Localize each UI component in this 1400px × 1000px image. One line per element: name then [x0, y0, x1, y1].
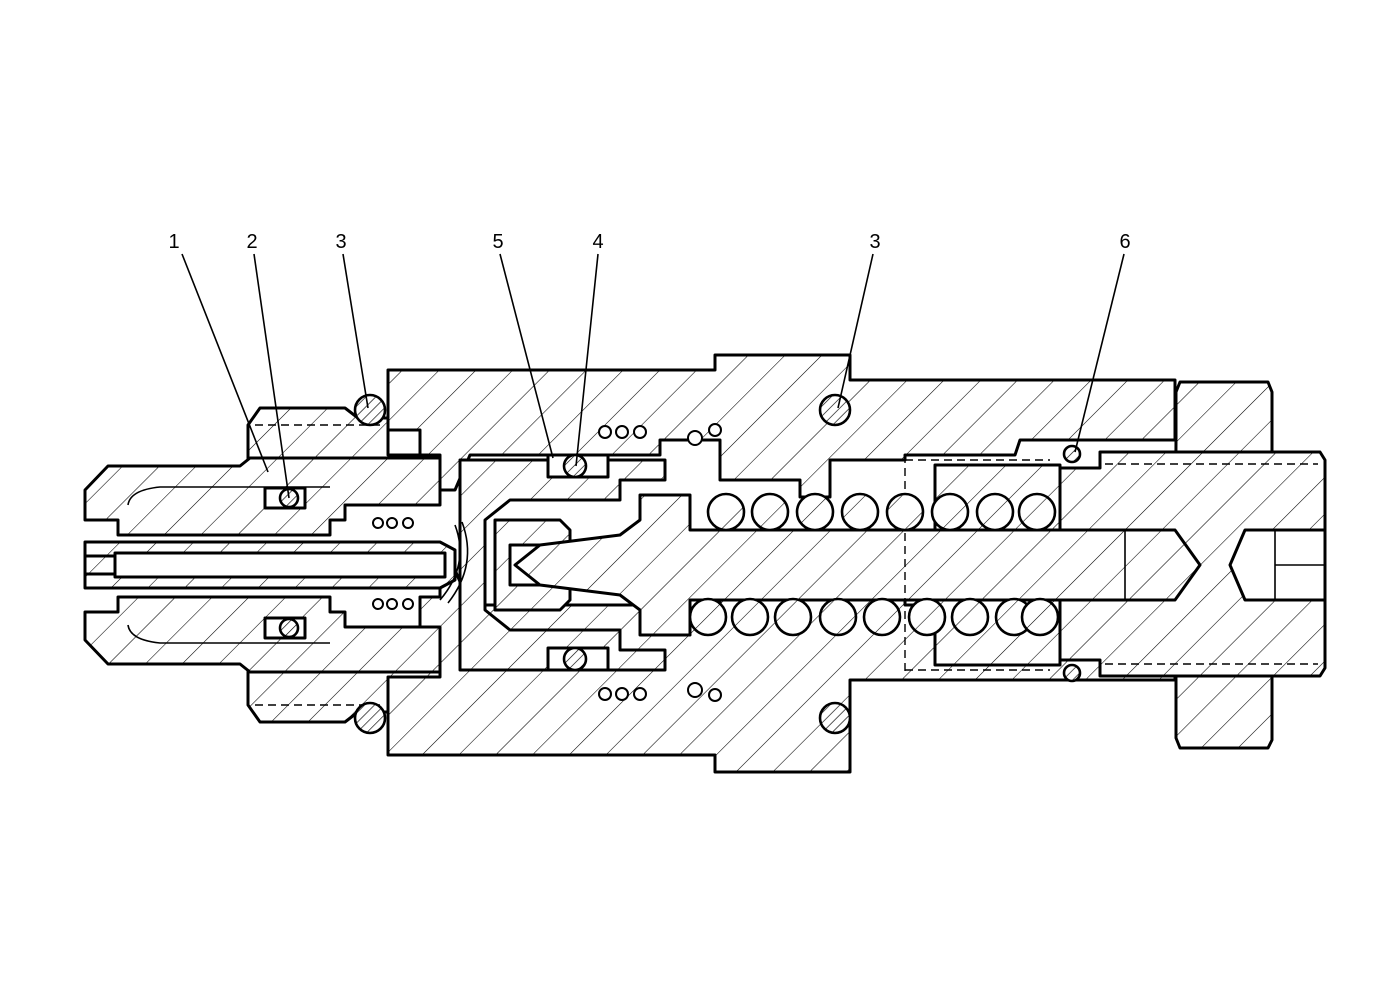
- spring-coil: [750, 492, 790, 532]
- o-ring-3-right-bottom: [818, 701, 852, 735]
- callout-group: 1 2 3 5 4 3 6: [168, 231, 1131, 499]
- wire-coil: [598, 425, 612, 439]
- leader-line-6: [1074, 253, 1125, 453]
- spring-coil: [818, 597, 858, 637]
- leader-line-3-right: [837, 253, 874, 409]
- end-nut: [1048, 380, 1327, 750]
- spring-coil: [1017, 492, 1057, 532]
- spring-coil: [688, 597, 728, 637]
- o-ring-2-top: [263, 486, 307, 510]
- o-ring-6-bottom: [1062, 663, 1082, 683]
- callout-label-2: 2: [246, 231, 257, 253]
- wire-coil: [598, 687, 612, 701]
- wire-coil: [633, 687, 647, 701]
- leader-line-1: [181, 253, 269, 473]
- left-probe-stem: [83, 540, 457, 590]
- wire-coil: [687, 682, 703, 698]
- small-wire-coils: [372, 423, 722, 702]
- spring-coil: [840, 492, 880, 532]
- spring-coil: [730, 597, 770, 637]
- callout-label-4: 4: [592, 231, 603, 253]
- callout-label-1: 1: [168, 231, 179, 253]
- o-ring-3-left-top: [353, 393, 387, 427]
- leader-line-4: [575, 253, 599, 467]
- leader-line-2: [253, 253, 290, 499]
- o-ring-2-bottom: [263, 616, 307, 640]
- o-ring-4-top: [546, 453, 610, 479]
- spring-coil: [1020, 597, 1060, 637]
- callout-label-3-left: 3: [335, 231, 346, 253]
- main-spring-top-coils: [706, 492, 1057, 532]
- callout-label-5: 5: [492, 231, 503, 253]
- wire-coil: [386, 517, 398, 529]
- spring-coil: [885, 492, 925, 532]
- wire-coil: [708, 423, 722, 437]
- spring-coil: [907, 597, 947, 637]
- wire-coil: [372, 517, 384, 529]
- retaining-clip: [439, 521, 469, 604]
- wire-coil: [372, 598, 384, 610]
- spring-coil: [862, 597, 902, 637]
- callout-label-6: 6: [1119, 231, 1130, 253]
- wire-coil: [687, 430, 703, 446]
- wire-coil: [402, 598, 414, 610]
- spring-coil: [773, 597, 813, 637]
- left-nipple: [83, 456, 442, 674]
- left-coupling-sleeve: [246, 406, 442, 724]
- leader-line-5: [499, 253, 554, 459]
- spring-coil: [975, 492, 1015, 532]
- leader-line-3-left: [342, 253, 369, 409]
- o-ring-3-right-top: [818, 393, 852, 427]
- wire-coil: [708, 688, 722, 702]
- spring-coil: [950, 597, 990, 637]
- wire-coil: [633, 425, 647, 439]
- spring-coil: [795, 492, 835, 532]
- spring-coil: [930, 492, 970, 532]
- wire-coil: [615, 425, 629, 439]
- wire-coil: [615, 687, 629, 701]
- wire-coil: [402, 517, 414, 529]
- spring-coil: [706, 492, 746, 532]
- o-ring-3-left-bottom: [353, 701, 387, 735]
- callout-label-3-right: 3: [869, 231, 880, 253]
- wire-coil: [386, 598, 398, 610]
- o-ring-6-top: [1062, 444, 1082, 464]
- o-ring-4-bottom: [546, 646, 610, 672]
- main-spring-bottom-coils: [688, 597, 1060, 637]
